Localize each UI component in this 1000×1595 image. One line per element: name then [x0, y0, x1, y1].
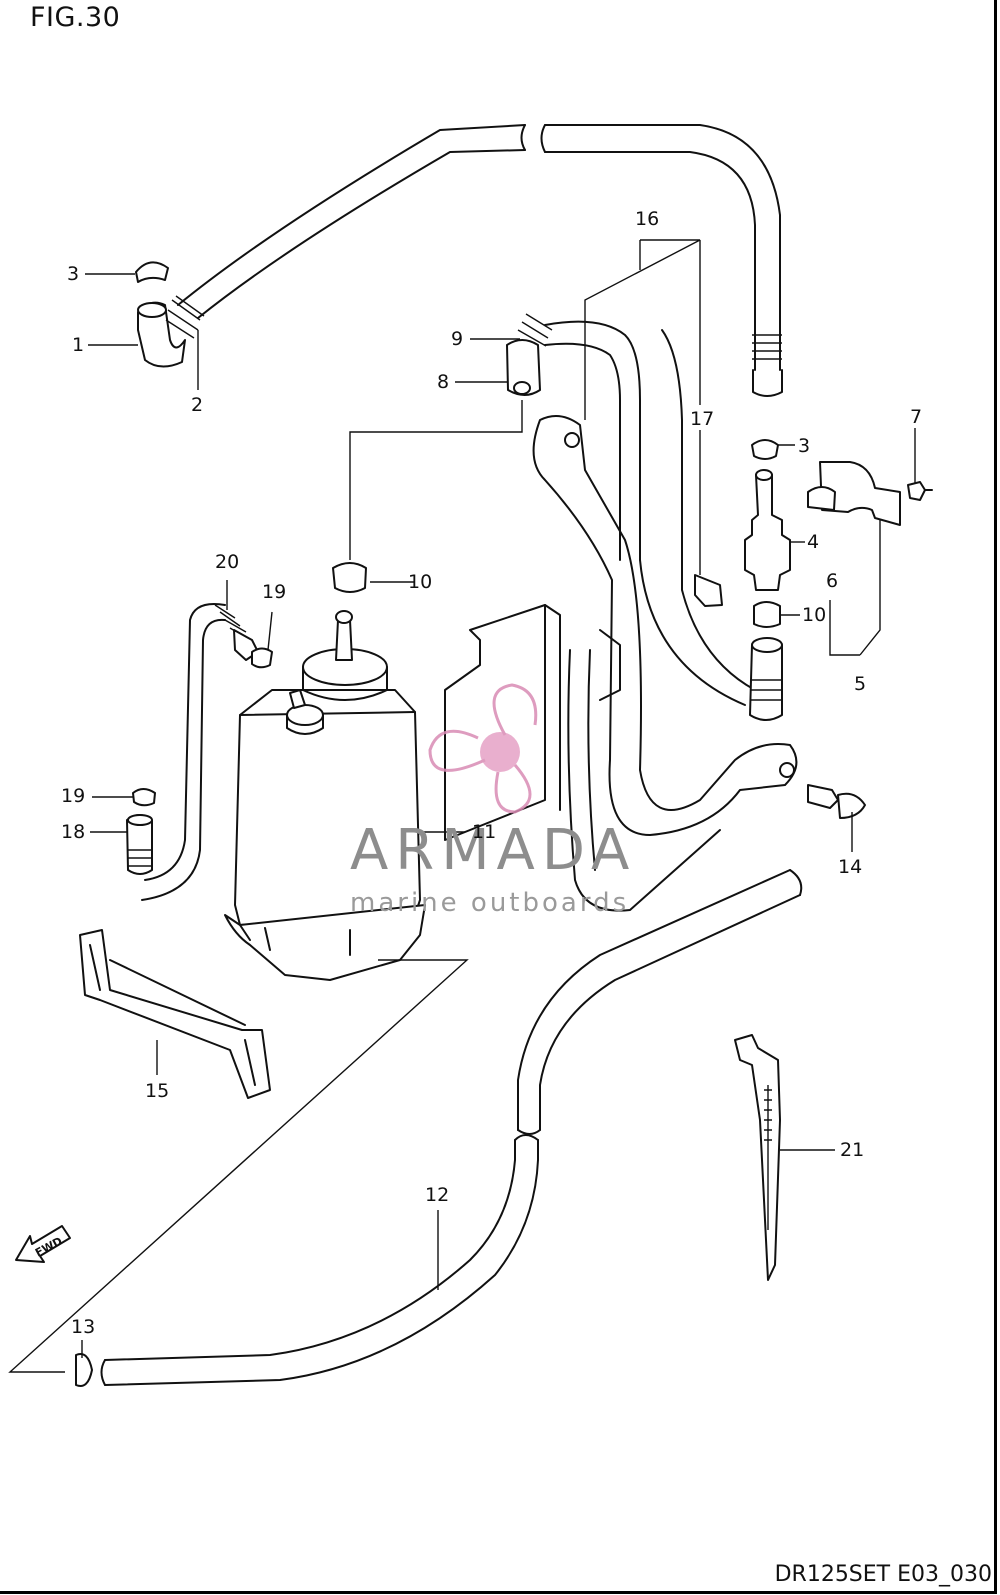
callout-21: 21: [840, 1139, 865, 1161]
bolt-part-7: [907, 481, 933, 501]
frame-bottom-border: [0, 1591, 997, 1594]
vapor-hose-part-12: [100, 869, 803, 1386]
callout-14: 14: [838, 856, 863, 878]
callout-10-right: 10: [802, 604, 827, 626]
hose-clip-part-10b: [753, 601, 781, 628]
callout-19-lower: 19: [61, 785, 86, 807]
hose-end-right: [749, 637, 783, 721]
watermark-brand: ARMADA: [350, 818, 637, 883]
canister-part-11: [224, 610, 426, 981]
callout-4: 4: [807, 531, 820, 553]
callout-19-upper: 19: [262, 581, 287, 603]
callout-6: 6: [826, 570, 839, 592]
strap-part-15: [79, 929, 271, 1099]
hose-ribs-right: [752, 334, 782, 360]
hose-fitting-part-18: [126, 814, 153, 875]
hose-clip-part-3a: [135, 261, 169, 283]
callout-3-right: 3: [798, 435, 811, 457]
hose-clip-part-19b: [132, 788, 156, 807]
elbow-fitting-part-1: [137, 301, 186, 368]
callout-11: 11: [472, 821, 497, 843]
callout-15: 15: [145, 1080, 170, 1102]
callout-12: 12: [425, 1184, 450, 1206]
callout-17: 17: [690, 408, 715, 430]
cable-tie-part-21: [734, 1034, 781, 1281]
callout-2: 2: [191, 394, 204, 416]
callout-1: 1: [72, 334, 85, 356]
check-valve-part-4: [744, 469, 791, 591]
vapor-hose-part-20: [141, 603, 259, 901]
hose-clamp-part-13: [75, 1353, 93, 1387]
watermark-tagline: marine outboards: [350, 888, 630, 918]
hose-end-ribs-part-2: [165, 295, 205, 339]
callout-7: 7: [910, 406, 923, 428]
callout-5: 5: [854, 673, 867, 695]
figure-code: DR125SET E03_030: [774, 1562, 992, 1587]
callout-13: 13: [71, 1316, 96, 1338]
hose-ribs-part-9: [517, 313, 553, 347]
bracket-part-16: [532, 415, 798, 912]
hose-clip-part-3b: [751, 439, 779, 460]
frame-right-border: [994, 0, 997, 1592]
hose-ribs-part-20: [214, 604, 251, 641]
callout-20: 20: [215, 551, 240, 573]
hose-clip-part-10a: [332, 562, 367, 593]
callout-18: 18: [61, 821, 86, 843]
assembly-leader-line: [8, 959, 469, 1373]
callout-16: 16: [635, 208, 660, 230]
bolt-part-14: [807, 784, 866, 819]
figure-title: FIG.30: [30, 2, 121, 33]
watermark-logo-icon: [428, 683, 538, 814]
leader-8-to-10: [349, 400, 523, 560]
callout-8: 8: [437, 371, 450, 393]
callout-9: 9: [451, 328, 464, 350]
hose-clip-part-19a: [251, 647, 273, 669]
vapor-hose-top: [177, 124, 783, 397]
mounting-plate: [444, 604, 621, 841]
clamp-bracket-part-6: [807, 461, 901, 526]
forward-arrow-icon: FWD: [15, 1225, 71, 1263]
callout-3-upper: 3: [67, 263, 80, 285]
callout-10-left: 10: [408, 571, 433, 593]
callout-leaders: [81, 239, 916, 1358]
clip-part-17: [694, 574, 723, 607]
vapor-hose-part-9: [517, 313, 756, 706]
fitting-part-8: [506, 339, 541, 396]
